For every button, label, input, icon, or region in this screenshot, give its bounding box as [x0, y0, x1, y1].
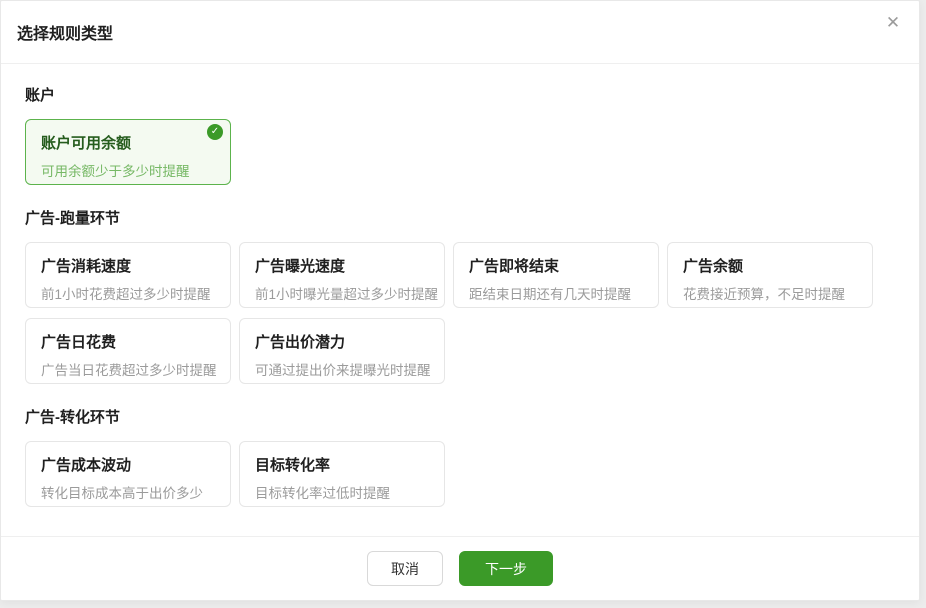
rule-card-subtitle: 距结束日期还有几天时提醒 — [469, 287, 631, 302]
rule-card-title: 广告余额 — [683, 258, 744, 275]
next-step-button[interactable]: 下一步 — [459, 551, 553, 586]
rule-card[interactable]: 目标转化率目标转化率过低时提醒 — [239, 441, 445, 507]
rule-card[interactable]: 广告出价潜力可通过提出价来提曝光时提醒 — [239, 318, 445, 384]
rule-card-title: 广告曝光速度 — [255, 258, 346, 275]
rule-card-title: 账户可用余额 — [41, 135, 132, 152]
section-label: 广告-跑量环节 — [25, 210, 120, 227]
section-label: 广告-转化环节 — [25, 409, 120, 426]
rule-card-subtitle: 花费接近预算，不足时提醒 — [683, 287, 845, 302]
rule-card-title: 广告消耗速度 — [41, 258, 132, 275]
rule-card-subtitle: 转化目标成本高于出价多少 — [41, 486, 203, 501]
section-label: 账户 — [25, 87, 56, 104]
rule-card-title: 广告即将结束 — [469, 258, 560, 275]
rule-card[interactable]: 广告曝光速度前1小时曝光量超过多少时提醒 — [239, 242, 445, 308]
rule-card[interactable]: 广告消耗速度前1小时花费超过多少时提醒 — [25, 242, 231, 308]
rule-card[interactable]: 广告日花费广告当日花费超过多少时提醒 — [25, 318, 231, 384]
rule-card-title: 广告成本波动 — [41, 457, 132, 474]
rule-card-title: 广告日花费 — [41, 334, 117, 351]
rule-card-subtitle: 前1小时花费超过多少时提醒 — [41, 287, 211, 302]
rule-card-grid: 账户可用余额可用余额少于多少时提醒 ✓ — [25, 119, 895, 185]
rule-card[interactable]: 广告即将结束距结束日期还有几天时提醒 — [453, 242, 659, 308]
dialog-body: 账户账户可用余额可用余额少于多少时提醒 ✓ 广告-跑量环节广告消耗速度前1小时花费超… — [1, 64, 919, 536]
dialog-footer: 取消 下一步 — [1, 536, 919, 600]
rule-card-title: 目标转化率 — [255, 457, 331, 474]
rule-section: 广告-跑量环节广告消耗速度前1小时花费超过多少时提醒广告曝光速度前1小时曝光量超… — [25, 207, 895, 384]
rule-card-grid: 广告成本波动转化目标成本高于出价多少目标转化率目标转化率过低时提醒 — [25, 441, 895, 507]
rule-card[interactable]: 广告余额花费接近预算，不足时提醒 — [667, 242, 873, 308]
rule-card-subtitle: 可用余额少于多少时提醒 — [41, 164, 190, 179]
rule-section: 账户账户可用余额可用余额少于多少时提醒 ✓ — [25, 84, 895, 185]
cancel-button[interactable]: 取消 — [367, 551, 443, 586]
rule-card-subtitle: 前1小时曝光量超过多少时提醒 — [255, 287, 439, 302]
dialog-header: 选择规则类型 ✕ — [1, 1, 919, 64]
rule-card-subtitle: 广告当日花费超过多少时提醒 — [41, 363, 217, 378]
rule-card-subtitle: 可通过提出价来提曝光时提醒 — [255, 363, 431, 378]
dialog-title: 选择规则类型 — [17, 26, 114, 43]
rule-card[interactable]: 广告成本波动转化目标成本高于出价多少 — [25, 441, 231, 507]
check-icon: ✓ — [207, 124, 223, 140]
rule-card-selected[interactable]: 账户可用余额可用余额少于多少时提醒 ✓ — [25, 119, 231, 185]
close-icon[interactable]: ✕ — [885, 13, 901, 32]
rule-card-grid: 广告消耗速度前1小时花费超过多少时提醒广告曝光速度前1小时曝光量超过多少时提醒广… — [25, 242, 895, 384]
rule-card-subtitle: 目标转化率过低时提醒 — [255, 486, 390, 501]
rule-card-title: 广告出价潜力 — [255, 334, 346, 351]
rule-section: 广告-转化环节广告成本波动转化目标成本高于出价多少目标转化率目标转化率过低时提醒 — [25, 406, 895, 507]
